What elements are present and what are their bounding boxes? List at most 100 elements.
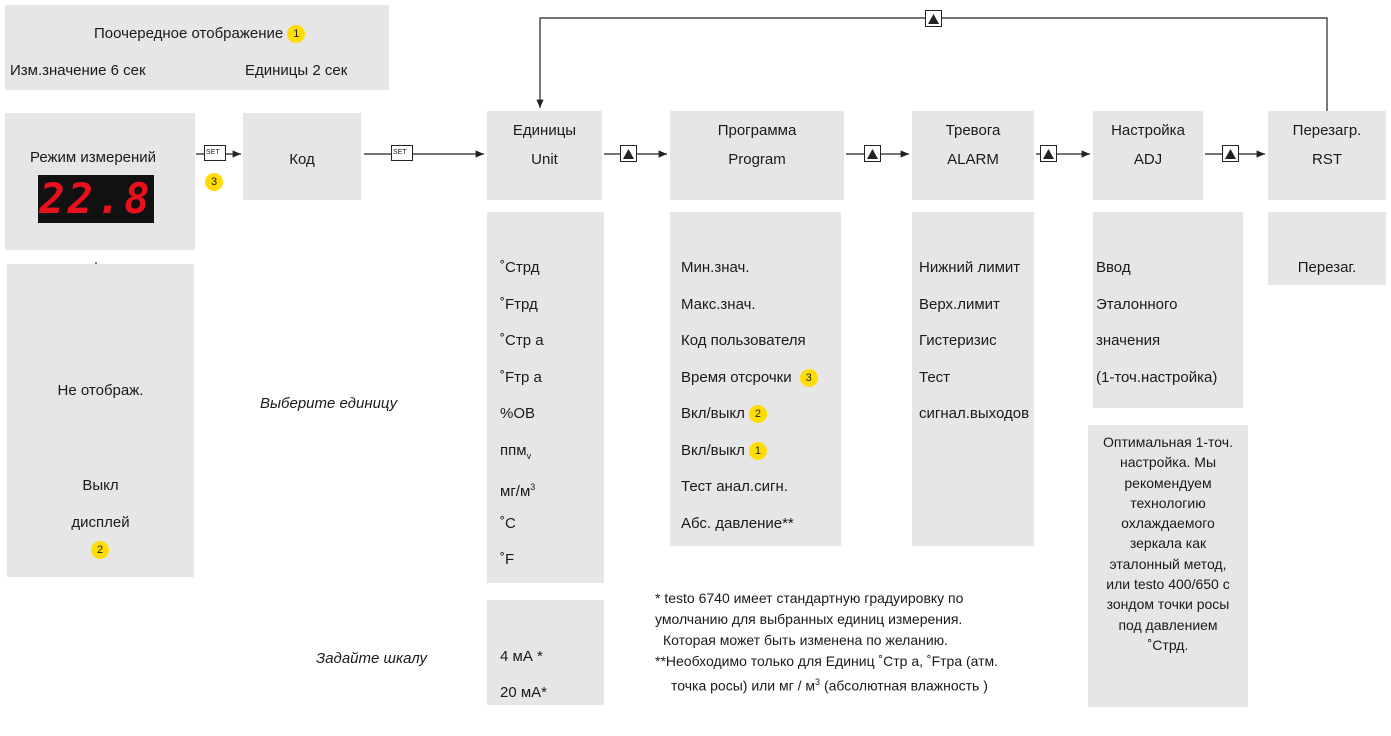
adj-note-line: настройка. Мы [1119,454,1217,471]
menu-alarm-line2: ALARM [947,151,999,168]
unit-item[interactable]: ˚Стр а [500,332,544,349]
menu-program-line2: Program [728,151,786,168]
adj-note-line: эталонный метод, [1109,555,1227,572]
footnote: * testo 6740 имеет стандартную градуиров… [655,588,1075,697]
up-triangle-icon [623,149,634,159]
adj-note-line: технологию [1130,494,1206,511]
alternate-right: Единицы 2 сек [245,62,348,79]
adj-note-line: или testo 400/650 с [1106,576,1230,593]
badge-2-display: 2 [91,541,109,559]
unit-item[interactable]: ˚Fтр а [500,369,542,386]
no-display-title: Не отображ. [57,382,144,399]
menu-units-line2: Unit [531,151,558,168]
footnote-line-last: точка росы) или мг / м3 (абсолютная влаж… [671,677,988,694]
program-item[interactable]: Код пользователя [681,332,806,349]
up-button-units[interactable] [620,145,637,162]
adj-note-line: зондом точки росы [1106,596,1230,613]
rst-list-box [1268,212,1386,285]
unit-item-mgm3[interactable]: мг/м3 [500,482,536,500]
menu-alarm-box [912,111,1034,200]
alarm-list-box [912,212,1034,546]
rst-item[interactable]: Перезаг. [1297,259,1357,276]
menu-units-box [487,111,602,200]
set-scale-label: Задайте шкалу [316,650,428,667]
units-list-box [487,212,604,583]
footnote-line: * testo 6740 имеет стандартную градуиров… [655,590,964,606]
alternate-left: Изм.значение 6 сек [10,62,146,79]
unit-item[interactable]: ˚C [500,515,516,532]
badge-1: 1 [287,25,306,44]
no-display-box [7,264,194,577]
no-display-line2: дисплей [71,514,130,531]
unit-item-ppm[interactable]: ппмv [500,442,532,461]
menu-alarm-line1: Тревога [945,122,1001,139]
up-triangle-icon [1225,149,1236,159]
program-item[interactable]: Абс. давление** [681,515,794,532]
menu-rst-line1: Перезагр. [1292,122,1362,139]
footnote-line: **Необходимо только для Единиц ˚Стр а, ˚… [655,653,999,669]
menu-program-line1: Программа [717,122,797,139]
code-box [243,113,361,200]
up-triangle-icon [928,14,939,24]
adj-note: Оптимальная 1-точ. настройка. Мы рекомен… [1088,432,1248,655]
adj-item: значения [1096,332,1161,349]
up-button-loop[interactable] [925,10,942,27]
menu-program-box [670,111,844,200]
code-title: Код [289,151,315,168]
adj-item: (1-точ.настройка) [1096,369,1218,386]
scale-box [487,600,604,705]
footnote-line: умолчанию для выбранных единиц измерения… [655,611,963,627]
menu-adj-box [1093,111,1203,200]
up-triangle-icon [1043,149,1054,159]
adj-item[interactable]: Ввод [1096,259,1131,276]
adj-note-line: под давлением [1118,616,1218,633]
menu-rst-box [1268,111,1386,200]
badge-2: 2 [748,405,767,424]
choose-unit-label: Выберите единицу [260,395,398,412]
up-button-program[interactable] [864,145,881,162]
program-item[interactable]: Макс.знач. [681,296,756,313]
alarm-item[interactable]: Гистеризис [919,332,997,349]
footnote-line: Которая может быть изменена по желанию. [663,632,949,648]
set-button-code[interactable]: SET [391,145,413,161]
menu-adj-line1: Настройка [1111,122,1185,139]
unit-item[interactable]: ˚Стрд [500,259,540,276]
loop-line [536,17,1328,111]
led-display: 22.8 [38,175,154,223]
unit-item[interactable]: %ОВ [500,405,536,422]
unit-item[interactable]: ˚Fтрд [500,296,538,313]
menu-adj-line2: ADJ [1133,151,1163,168]
menu-rst-line2: RST [1312,151,1342,168]
alarm-item[interactable]: Нижний лимит [919,259,1021,276]
unit-item[interactable]: ˚F [500,551,515,568]
no-display-line1: Выкл [82,477,119,494]
menu-units-line1: Единицы [512,122,577,139]
badge-3: 3 [799,369,818,388]
badge-1: 1 [748,442,767,461]
alarm-item[interactable]: Верх.лимит [919,296,1000,313]
measure-title: Режим измерений [30,149,157,166]
scale-20ma[interactable]: 20 мА* [500,684,548,701]
scale-4ma[interactable]: 4 мА * [500,648,543,665]
program-item[interactable]: Мин.знач. [681,259,750,276]
alarm-item[interactable]: сигнал.выходов [919,405,1030,422]
adj-list-box [1093,212,1243,408]
adj-note-line: зеркала как [1129,535,1207,552]
badge-3-measure: 3 [205,173,223,191]
alarm-item[interactable]: Тест [919,369,951,386]
alternate-display-box [5,5,389,90]
adj-item: Эталонного [1096,296,1178,313]
led-value: 22.8 [39,174,153,223]
adj-note-line: ˚Стрд. [1147,636,1189,653]
up-button-adj[interactable] [1222,145,1239,162]
set-button-measure[interactable]: SET [204,145,226,161]
adj-note-line: Оптимальная 1-точ. [1103,434,1233,450]
program-item[interactable]: Тест анал.сигн. [681,478,788,495]
adj-note-line: охлаждаемого [1121,515,1215,532]
up-button-alarm[interactable] [1040,145,1057,162]
adj-note-box [1088,425,1248,707]
